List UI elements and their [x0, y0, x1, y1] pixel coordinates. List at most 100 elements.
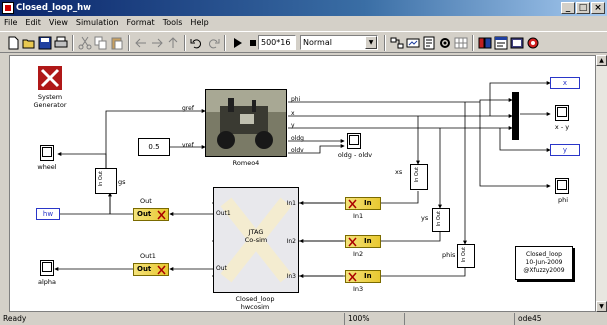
sim-mode-select[interactable]: Normal ▼	[300, 35, 378, 50]
new-file-icon[interactable]	[6, 36, 20, 50]
menu-file[interactable]: File	[4, 18, 18, 27]
goto-hw-tag[interactable]: hw	[36, 208, 60, 220]
scroll-down-icon[interactable]: ▼	[596, 301, 607, 312]
copy-icon[interactable]	[94, 36, 108, 50]
constant-block[interactable]: 0.5	[138, 138, 170, 156]
grid-icon[interactable]	[454, 36, 468, 50]
gear-icon[interactable]	[438, 36, 452, 50]
xilinx-x-icon	[348, 237, 357, 247]
menu-bar: File Edit View Simulation Format Tools Help	[0, 16, 607, 30]
redo-icon[interactable]	[206, 36, 220, 50]
phi-scope-label: phi	[557, 196, 569, 204]
goto-x-tag[interactable]: x	[550, 77, 580, 89]
ys-label: ys	[421, 214, 429, 222]
up-arrow-icon[interactable]	[166, 36, 180, 50]
xs-selector-block[interactable]: In Out	[410, 164, 428, 190]
sim-time-input[interactable]: 500*16	[258, 35, 296, 50]
gateway-out-2[interactable]: Out	[133, 263, 169, 276]
y-port: y	[291, 122, 295, 129]
phi-port: phi	[291, 96, 301, 103]
open-folder-icon[interactable]	[22, 36, 36, 50]
menu-edit[interactable]: Edit	[25, 18, 41, 27]
xilinx-x-icon	[157, 210, 166, 220]
cut-icon[interactable]	[78, 36, 92, 50]
menu-simulation[interactable]: Simulation	[75, 18, 119, 27]
maximize-button[interactable]: □	[576, 2, 590, 14]
minimize-button[interactable]: _	[561, 2, 575, 14]
gs-label: gs	[118, 178, 126, 186]
gateway-in-2-text: In	[364, 237, 372, 245]
gateway-in-3[interactable]: In	[345, 270, 381, 283]
update-diagram-icon[interactable]	[406, 36, 420, 50]
in1-label: In1	[353, 212, 364, 220]
gateway-in-1-text: In	[364, 199, 372, 207]
model-explorer-icon[interactable]	[494, 36, 508, 50]
library-browser-icon[interactable]	[478, 36, 492, 50]
xilinx-x-icon	[157, 265, 166, 275]
gateway-out-1[interactable]: Out	[133, 208, 169, 221]
gs-selector-block[interactable]: In Out	[95, 168, 117, 194]
menu-tools[interactable]: Tools	[162, 18, 183, 27]
phis-selector-block[interactable]: In Out	[457, 244, 475, 268]
close-button[interactable]: ×	[591, 2, 605, 14]
phis-label: phis	[442, 251, 456, 259]
cosim-in3-port: In3	[286, 273, 296, 280]
goto-y-tag[interactable]: y	[550, 144, 580, 156]
cosim-label: Closed_loop hwcosim	[235, 295, 275, 311]
wheel-scope-label: wheel	[37, 163, 57, 171]
record-icon[interactable]	[526, 36, 540, 50]
romeo4-label: Romeo4	[232, 159, 260, 167]
robot-vehicle-icon	[206, 90, 286, 156]
cosim-in2-port: In2	[286, 238, 296, 245]
xs-selector-ports: In Out	[414, 167, 420, 183]
ys-selector-block[interactable]: In Out	[432, 208, 450, 232]
oldg-oldv-scope[interactable]	[347, 133, 361, 149]
xy-scope-label: x - y	[554, 123, 570, 131]
model-canvas[interactable]: System Generator Romeo4 gref vref phi x …	[9, 55, 596, 312]
save-icon[interactable]	[38, 36, 52, 50]
phi-scope[interactable]	[555, 178, 569, 194]
xilinx-x-icon	[348, 272, 357, 282]
undo-icon[interactable]	[190, 36, 204, 50]
toolbar: 500*16 Normal ▼	[0, 31, 607, 53]
cosim-title: JTAG Co-sim	[244, 228, 268, 244]
oldv-port: oldv	[291, 147, 304, 154]
phis-selector-ports: In Out	[461, 247, 467, 263]
gateway-in-2[interactable]: In	[345, 235, 381, 248]
alpha-scope[interactable]	[40, 260, 54, 276]
menu-help[interactable]: Help	[190, 18, 209, 27]
mux-block[interactable]	[512, 92, 519, 140]
system-generator-block[interactable]	[38, 66, 62, 90]
play-icon[interactable]	[230, 36, 244, 50]
print-icon[interactable]	[54, 36, 68, 50]
build-icon[interactable]	[390, 36, 404, 50]
sim-mode-value: Normal	[303, 38, 332, 47]
paste-icon[interactable]	[110, 36, 124, 50]
gateway-out-2-text: Out	[137, 265, 152, 273]
in3-label: In3	[353, 285, 364, 293]
model-info-note[interactable]: Closed_loop 10-Jun-2009 @Xfuzzy2009	[515, 246, 573, 280]
menu-format[interactable]: Format	[126, 18, 155, 27]
status-zoom: 100%	[344, 313, 404, 325]
scroll-up-icon[interactable]: ▲	[596, 55, 607, 66]
out-label: Out	[140, 197, 152, 205]
wheel-scope[interactable]	[40, 145, 54, 161]
menu-view[interactable]: View	[48, 18, 68, 27]
debug-icon[interactable]	[422, 36, 436, 50]
in2-label: In2	[353, 250, 364, 258]
jtag-cosim-block[interactable]: Out1 Out In1 In2 In3 JTAG Co-sim	[213, 187, 299, 293]
stop-icon[interactable]	[246, 36, 260, 50]
chevron-down-icon[interactable]: ▼	[365, 36, 377, 49]
status-empty	[404, 313, 514, 325]
xy-scope[interactable]	[555, 105, 569, 121]
out1-label: Out1	[140, 252, 156, 260]
gateway-in-3-text: In	[364, 272, 372, 280]
debugger-icon[interactable]	[510, 36, 524, 50]
vertical-scrollbar[interactable]: ▲ ▼	[596, 55, 607, 312]
system-generator-label: System Generator	[33, 93, 67, 109]
forward-arrow-icon[interactable]	[150, 36, 164, 50]
gateway-in-1[interactable]: In	[345, 197, 381, 210]
back-arrow-icon[interactable]	[134, 36, 148, 50]
romeo4-block[interactable]	[205, 89, 287, 157]
simulink-icon	[2, 2, 14, 14]
